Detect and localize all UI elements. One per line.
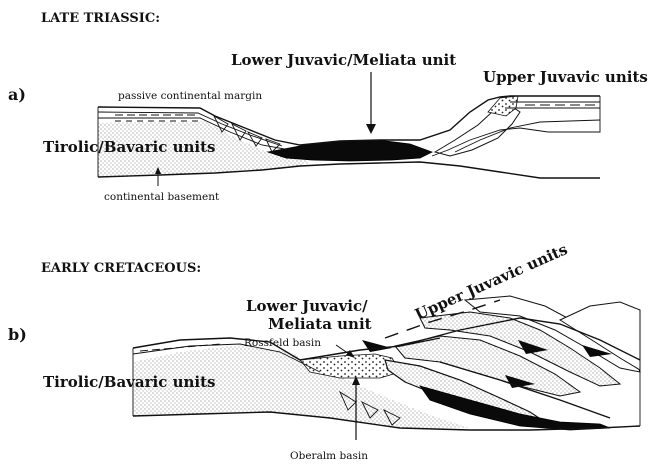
rossfeld-label: Rossfeld basin [244,337,321,349]
panel-a-letter: a) [8,85,26,104]
lower-juvavic-label-a: Lower Juvavic/Meliata unit [231,51,456,69]
tirolic-label-a: Tirolic/Bavaric units [43,138,215,156]
panel-b: EARLY CRETACEOUS: b) [8,240,640,462]
lower-juvavic-label-b-line2: Meliata unit [268,315,372,333]
tirolic-label-b: Tirolic/Bavaric units [43,373,215,391]
oberalm-label: Oberalm basin [290,450,368,462]
lower-juvavic-arrow-a [366,72,376,134]
panel-a-heading: LATE TRIASSIC: [41,11,160,26]
upper-juvavic-label-a: Upper Juvavic units [483,68,648,86]
panel-a: LATE TRIASSIC: a) [8,11,648,203]
panel-b-letter: b) [8,325,27,344]
basement-label: continental basement [104,191,220,203]
thrust-arrow-1 [362,340,392,352]
passive-margin-label: passive continental margin [118,90,262,102]
lower-juvavic-label-b-line1: Lower Juvavic/ [246,297,368,315]
panel-b-heading: EARLY CRETACEOUS: [41,261,201,276]
